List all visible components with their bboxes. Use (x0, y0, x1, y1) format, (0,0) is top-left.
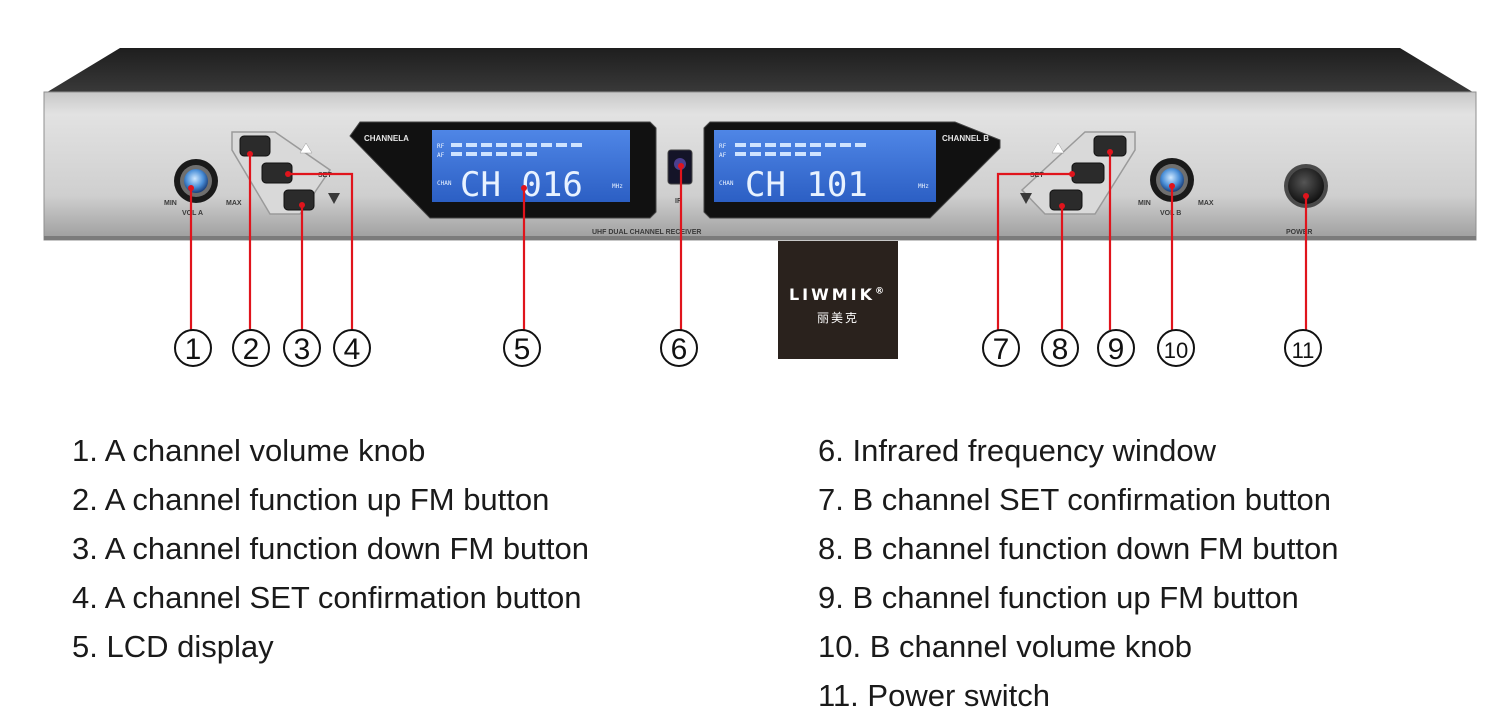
volume-knob-b[interactable] (1150, 158, 1194, 202)
callout-1: 1 (185, 333, 202, 366)
legend-item: 3. A channel function down FM button (72, 531, 590, 566)
power-switch[interactable] (1284, 164, 1328, 208)
callout-7: 7 (993, 333, 1010, 366)
legend-item: 5. LCD display (72, 629, 274, 664)
legend-item: 4. A channel SET confirmation button (72, 580, 582, 615)
svg-text:RF: RF (719, 143, 727, 150)
lcd-display-a: RF AF CHAN CH 016 MHz (432, 130, 630, 205)
svg-text:MHz: MHz (918, 183, 929, 190)
legend-item: 8. B channel function down FM button (818, 531, 1339, 566)
callout-3: 3 (294, 333, 311, 366)
a-up-button[interactable] (239, 135, 271, 157)
callout-4: 4 (344, 333, 361, 366)
legend-item: 1. A channel volume knob (72, 433, 426, 468)
svg-text:CHAN: CHAN (437, 180, 452, 187)
ir-label: IR (675, 198, 682, 205)
max-label-b: MAX (1198, 200, 1214, 207)
legend-item: 7. B channel SET confirmation button (818, 482, 1331, 517)
svg-text:AF: AF (719, 152, 727, 159)
legend-item: 11. Power switch (818, 678, 1051, 713)
legend-item: 9. B channel function up FM button (818, 580, 1299, 615)
callout-8: 8 (1052, 333, 1069, 366)
b-down-button[interactable] (1049, 189, 1083, 211)
model-label: UHF DUAL CHANNEL RECEIVER (592, 229, 701, 236)
min-label-a: MIN (164, 200, 177, 207)
callout-markers (174, 329, 1322, 367)
svg-text:CHAN: CHAN (719, 180, 734, 187)
legend-item: 6. Infrared frequency window (818, 433, 1217, 468)
vol-b-label: VOL B (1160, 210, 1181, 217)
down-arrow-icon-a (328, 193, 340, 204)
svg-text:RF: RF (437, 143, 445, 150)
max-label-a: MAX (226, 200, 242, 207)
vol-a-label: VOL A (182, 210, 203, 217)
set-label-b: SET (1030, 172, 1044, 179)
min-label-b: MIN (1138, 200, 1151, 207)
callout-10: 10 (1164, 338, 1188, 363)
a-down-button[interactable] (283, 189, 315, 211)
set-label-a: SET (318, 172, 332, 179)
down-arrow-icon-b (1020, 193, 1032, 204)
callout-2: 2 (243, 333, 260, 366)
logo-chinese: 丽美克 (816, 311, 859, 325)
callout-6: 6 (671, 333, 688, 366)
leader-lines (189, 152, 1308, 330)
callout-5: 5 (514, 333, 531, 366)
channel-b-label: CHANNEL B (942, 134, 989, 143)
up-arrow-icon-a (299, 142, 313, 154)
lcd-display-b: RF AF CHAN CH 101 MHz (714, 130, 936, 205)
legend-right: 6. Infrared frequency window 7. B channe… (818, 426, 1338, 720)
channel-a-label: CHANNELA (364, 134, 409, 143)
power-label: POWER (1286, 229, 1312, 236)
svg-text:CH 101: CH 101 (745, 165, 868, 205)
lcd-a-rf-bars (451, 143, 582, 156)
legend-item: 2. A channel function up FM button (72, 482, 550, 517)
legend-item: 10. B channel volume knob (818, 629, 1192, 664)
up-arrow-icon-b (1051, 142, 1065, 154)
svg-text:AF: AF (437, 152, 445, 159)
svg-text:MHz: MHz (612, 183, 623, 190)
volume-knob-a[interactable] (174, 159, 218, 203)
logo-wordmark: LIWMIK (788, 285, 876, 304)
b-set-button[interactable] (1071, 162, 1105, 184)
brand-logo: LIWMIK® 丽美克 (778, 241, 898, 359)
callout-9: 9 (1108, 333, 1125, 366)
chassis-top (44, 48, 1476, 94)
legend-left: 1. A channel volume knob 2. A channel fu… (72, 426, 589, 671)
registered-mark: ® (875, 286, 888, 297)
lcd-b-rf-bars (735, 143, 866, 156)
callout-11: 11 (1292, 338, 1315, 363)
svg-text:CH 016: CH 016 (460, 165, 583, 205)
